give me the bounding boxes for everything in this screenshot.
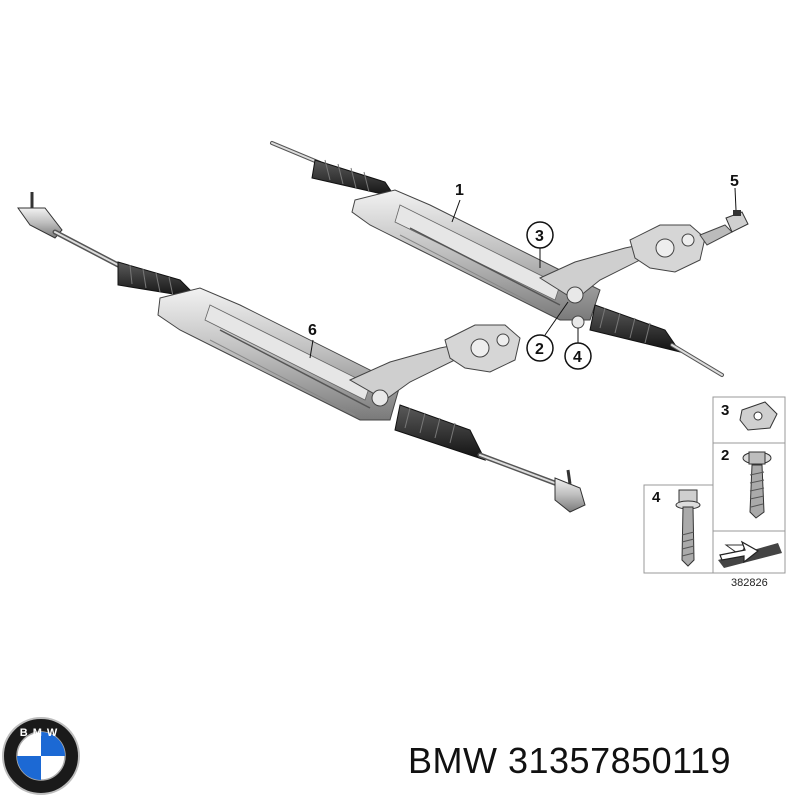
callout-5: 5 [730, 173, 739, 190]
legend-item-3: 3 [721, 401, 778, 431]
callout-2: 2 [526, 301, 569, 362]
legend-item-2: 2 [721, 447, 772, 519]
logo-lettering: BMW [20, 727, 63, 739]
callout-3: 3 [526, 221, 554, 268]
callout-1: 1 [451, 182, 464, 223]
svg-text:1: 1 [455, 182, 464, 199]
steering-rack-lower [17, 192, 586, 513]
callout-4: 4 [564, 328, 592, 370]
svg-text:2: 2 [721, 447, 729, 464]
svg-text:3: 3 [535, 228, 544, 245]
parts-legend: 3 2 4 382826 [643, 396, 786, 589]
callout-6: 6 [308, 322, 317, 359]
bmw-logo: BMW [2, 717, 80, 795]
svg-text:4: 4 [573, 349, 582, 366]
svg-text:6: 6 [308, 322, 317, 339]
steering-rack-upper [270, 141, 733, 377]
legend-item-4: 4 [652, 489, 701, 567]
svg-text:3: 3 [721, 402, 729, 419]
connector-part5 [725, 187, 749, 233]
brand-part-number: BMW 31357850119 [408, 740, 732, 781]
svg-text:4: 4 [652, 489, 661, 506]
diagram-ref-number: 382826 [731, 577, 768, 589]
svg-text:5: 5 [730, 173, 739, 190]
legend-arrow-box [718, 540, 782, 568]
svg-text:2: 2 [535, 341, 544, 358]
